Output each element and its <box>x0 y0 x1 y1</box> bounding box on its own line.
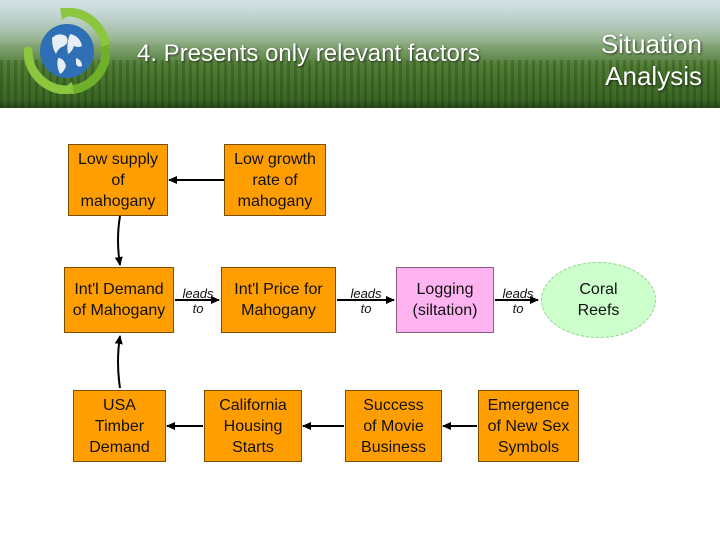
box-label: Int'l Price for Mahogany <box>234 281 323 319</box>
box-label: Low supply of mahogany <box>77 150 159 210</box>
box-low-supply: Low supply of mahogany <box>68 144 168 216</box>
leads-to-label-3: leads to <box>498 286 538 316</box>
grassland-texture <box>0 60 720 108</box>
box-california-housing: California Housing Starts <box>204 390 302 462</box>
box-label: Emergence of New Sex Symbols <box>487 396 570 456</box>
arrow-low-supply-to-intl-demand <box>114 215 123 266</box>
sky-haze <box>0 0 720 45</box>
header-banner <box>0 0 720 108</box>
box-label: Logging (siltation) <box>412 281 478 319</box>
slide-title: 4. Presents only relevant factors <box>137 40 480 67</box>
leads-to-label-line1: leads <box>350 286 382 301</box>
section-title-line1: Situation <box>600 29 702 59</box>
leads-to-label-1: leads to <box>178 286 218 316</box>
box-movie-business: Success of Movie Business <box>345 390 442 462</box>
recycle-globe-icon <box>24 8 110 94</box>
leads-to-label-2: leads to <box>346 286 386 316</box>
box-intl-demand: Int'l Demand of Mahogany <box>64 267 174 333</box>
leads-to-label-line2: to <box>192 301 204 316</box>
box-label: USA Timber Demand <box>89 396 150 456</box>
section-title: Situation Analysis <box>570 28 702 92</box>
box-logging: Logging (siltation) <box>396 267 494 333</box>
ellipse-label: Coral Reefs <box>577 281 620 319</box>
leads-to-label-line2: to <box>512 301 524 316</box>
box-intl-price: Int'l Price for Mahogany <box>221 267 336 333</box>
arrow-usa-timber-to-intl-demand <box>114 335 123 389</box>
box-label: California Housing Starts <box>219 396 287 456</box>
box-sex-symbols: Emergence of New Sex Symbols <box>478 390 579 462</box>
box-low-growth: Low growth rate of mahogany <box>224 144 326 216</box>
leads-to-label-line1: leads <box>182 286 214 301</box>
section-title-line2: Analysis <box>605 61 702 91</box>
box-label: Success of Movie Business <box>361 396 426 456</box>
ellipse-coral-reefs: Coral Reefs <box>541 262 656 338</box>
leads-to-label-line1: leads <box>502 286 534 301</box>
banner-shadow <box>0 100 720 108</box>
box-label: Int'l Demand of Mahogany <box>72 281 166 319</box>
box-usa-timber: USA Timber Demand <box>73 390 166 462</box>
leads-to-label-line2: to <box>360 301 372 316</box>
box-label: Low growth rate of mahogany <box>234 150 316 210</box>
